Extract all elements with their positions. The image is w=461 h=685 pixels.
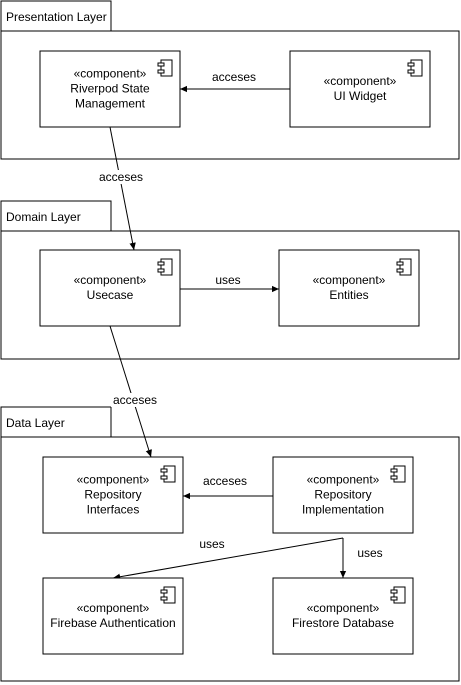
component-name: Repository [84, 488, 141, 502]
component-name: Management [75, 97, 146, 111]
package-data-tab [0, 406, 112, 438]
connector-label-ui-to-riverpod: acceses [212, 70, 256, 84]
component-stereotype: «component» [74, 273, 147, 287]
connector-usecase-to-repo-interfaces [109, 325, 152, 458]
connector-label-repo-impl-to-repo-interfaces: acceses [203, 474, 247, 488]
package-presentation-title: Presentation Layer [6, 10, 107, 24]
connector-label-repo-impl-to-firebase-auth: uses [199, 537, 224, 551]
connector-label-bg [355, 546, 385, 560]
component-icon [390, 586, 406, 604]
package-data-title: Data Layer [6, 416, 65, 430]
component-name: UI Widget [334, 89, 387, 103]
component-repo-impl-box [272, 456, 414, 534]
component-usecase[interactable]: «component»Usecase [39, 249, 181, 327]
component-firestore-box [272, 577, 414, 655]
component-entities[interactable]: «component»Entities [278, 249, 420, 327]
component-icon [160, 465, 176, 483]
component-stereotype: «component» [307, 601, 380, 615]
connector-repo-impl-to-firebase-auth [112, 537, 344, 580]
package-domain-tab [0, 200, 112, 232]
component-name: Entities [329, 288, 368, 302]
component-name: Interfaces [87, 503, 140, 517]
component-icon [160, 586, 176, 604]
component-firestore[interactable]: «component»Firestore Database [272, 577, 414, 655]
component-name: Riverpod State [70, 82, 150, 96]
component-name: Firestore Database [292, 616, 394, 630]
connector-label-bg [96, 170, 146, 184]
component-icon [396, 258, 412, 276]
component-stereotype: «component» [307, 473, 380, 487]
component-firebase-auth-box [42, 577, 184, 655]
connector-riverpod-to-usecase [109, 126, 136, 251]
component-icon [407, 59, 423, 77]
component-name: Implementation [302, 503, 384, 517]
connector-label-bg [209, 70, 259, 84]
component-icon [157, 59, 173, 77]
component-ui-widget[interactable]: «component»UI Widget [289, 50, 431, 128]
component-stereotype: «component» [77, 473, 150, 487]
component-name: Usecase [87, 288, 134, 302]
component-usecase-box [39, 249, 181, 327]
connector-label-riverpod-to-usecase: acceses [99, 170, 143, 184]
connector-label-usecase-to-repo-interfaces: acceses [113, 393, 157, 407]
component-firebase-auth[interactable]: «component»Firebase Authentication [42, 577, 184, 655]
component-entities-box [278, 249, 420, 327]
component-riverpod-box [39, 50, 181, 128]
component-icon [390, 465, 406, 483]
connector-label-bg [197, 537, 227, 551]
component-stereotype: «component» [324, 74, 397, 88]
component-icon [157, 258, 173, 276]
component-repo-interfaces-box [42, 456, 184, 534]
package-domain-title: Domain Layer [6, 210, 81, 224]
connector-label-repo-impl-to-firestore: uses [357, 546, 382, 560]
component-stereotype: «component» [74, 67, 147, 81]
connector-label-bg [110, 393, 160, 407]
component-name: Repository [314, 488, 371, 502]
component-stereotype: «component» [77, 601, 150, 615]
connector-label-usecase-to-entities: uses [215, 273, 240, 287]
package-presentation-tab [0, 0, 112, 32]
component-ui-widget-box [289, 50, 431, 128]
connector-label-bg [200, 474, 250, 488]
component-name: Firebase Authentication [50, 616, 175, 630]
component-stereotype: «component» [313, 273, 386, 287]
connector-label-bg [213, 273, 243, 287]
